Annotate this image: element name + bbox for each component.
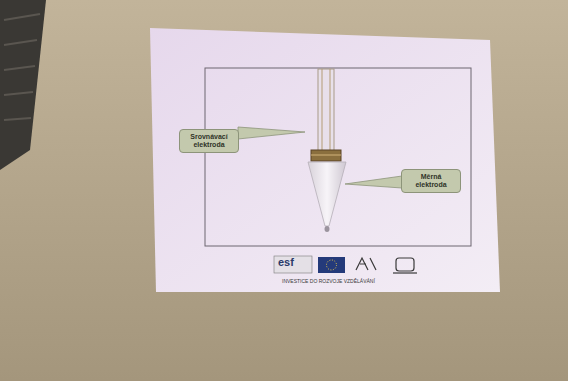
ceiling-vent	[0, 0, 46, 170]
projected-slide	[150, 28, 500, 292]
slide-frame	[205, 68, 471, 246]
logo-text: esf	[278, 257, 294, 268]
callout-box: Srovnávací elektroda	[179, 129, 239, 153]
callout-pointers	[238, 127, 402, 188]
logo-bar	[274, 256, 417, 273]
electrode-illustration	[308, 69, 346, 232]
callout-text: Srovnávací elektroda	[184, 133, 234, 149]
callout-box: Měrná elektroda	[401, 169, 461, 193]
callout-text: Měrná elektroda	[406, 173, 456, 189]
footer-text: INVESTICE DO ROZVOJE VZDĚLÁVÁNÍ	[282, 279, 375, 284]
